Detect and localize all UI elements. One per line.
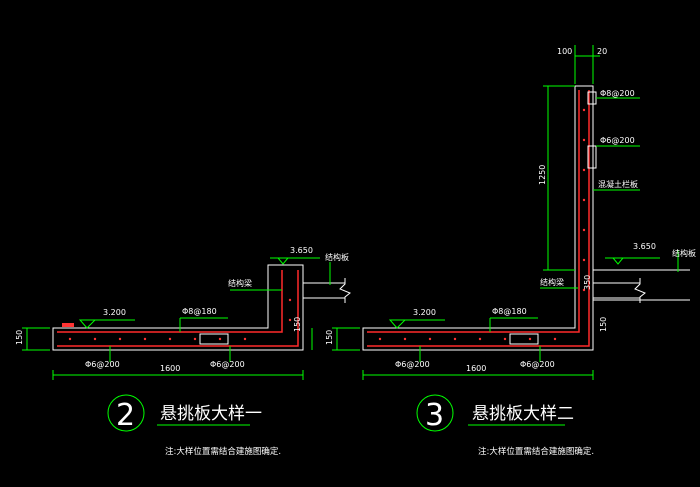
bar-mark-box <box>199 333 229 345</box>
wall-label: 混凝土栏板 <box>598 179 638 189</box>
elevation-top: 3.650 <box>605 242 660 265</box>
dim-thickness-text: 150 <box>325 330 334 345</box>
bottom-bar-left-label: Φ6@200 <box>395 360 430 369</box>
detail-number: 3 <box>425 398 444 433</box>
slab-wall-outline <box>362 85 594 351</box>
bottom-rebar <box>367 90 590 347</box>
wall-bar-2-label: Φ6@200 <box>600 136 635 145</box>
dim-length-text: 1600 <box>160 364 180 373</box>
dim-upturn-text: 150 <box>599 317 608 332</box>
dim-350-text: 350 <box>583 275 592 290</box>
plate-label: 结构板 <box>325 252 349 262</box>
small-mark <box>62 323 74 327</box>
elevation-slab: 3.200 <box>78 308 135 329</box>
detail-note: 注:大样位置需结合建施图确定. <box>478 446 594 457</box>
top-bar-label: Φ8@180 <box>182 307 217 316</box>
elev-top-text: 3.650 <box>290 246 313 255</box>
elev-top-text: 3.650 <box>633 242 656 251</box>
bottom-rebar <box>57 270 299 347</box>
detail-one: 3.650 3.200 结构板 结构梁 Φ8@180 Φ6@200 Φ6@200… <box>15 246 351 457</box>
beam-label: 结构梁 <box>228 278 252 288</box>
break-line <box>634 278 646 303</box>
elev-slab-text: 3.200 <box>103 308 126 317</box>
detail-number: 2 <box>116 398 135 433</box>
rebar-dots <box>378 108 586 341</box>
detail-two: Φ8@200 Φ6@200 混凝土栏板 3.650 3.200 结构板 结构梁 … <box>325 45 696 457</box>
plate-label: 结构板 <box>672 248 696 258</box>
dim-1250-text: 1250 <box>538 165 547 185</box>
dim-top-left-text: 100 <box>557 47 572 56</box>
detail-number-circle <box>416 394 454 432</box>
beam-label: 结构梁 <box>540 277 564 287</box>
elevation-slab: 3.200 <box>388 308 445 329</box>
detail-note: 注:大样位置需结合建施图确定. <box>165 446 281 457</box>
top-bar-label: Φ8@180 <box>492 307 527 316</box>
detail-title: 悬挑板大样一 <box>160 404 262 424</box>
dim-length-text: 1600 <box>466 364 486 373</box>
dim-thickness-text: 150 <box>15 330 24 345</box>
wall-bar-1-label: Φ8@200 <box>600 89 635 98</box>
elevation-top: 3.650 <box>270 246 320 265</box>
dim-upturn-text: 150 <box>293 317 302 332</box>
break-line <box>339 278 351 303</box>
bottom-bar-right-label: Φ6@200 <box>210 360 245 369</box>
elev-slab-text: 3.200 <box>413 308 436 317</box>
detail-number-circle <box>107 394 145 432</box>
dim-top-right-text: 20 <box>597 47 607 56</box>
slab-outline <box>52 264 304 351</box>
bottom-bar-right-label: Φ6@200 <box>520 360 555 369</box>
rebar-dots <box>68 298 292 341</box>
top-rebar <box>57 270 283 333</box>
bottom-bar-left-label: Φ6@200 <box>85 360 120 369</box>
top-rebar <box>367 90 580 333</box>
detail-title: 悬挑板大样二 <box>472 404 574 424</box>
